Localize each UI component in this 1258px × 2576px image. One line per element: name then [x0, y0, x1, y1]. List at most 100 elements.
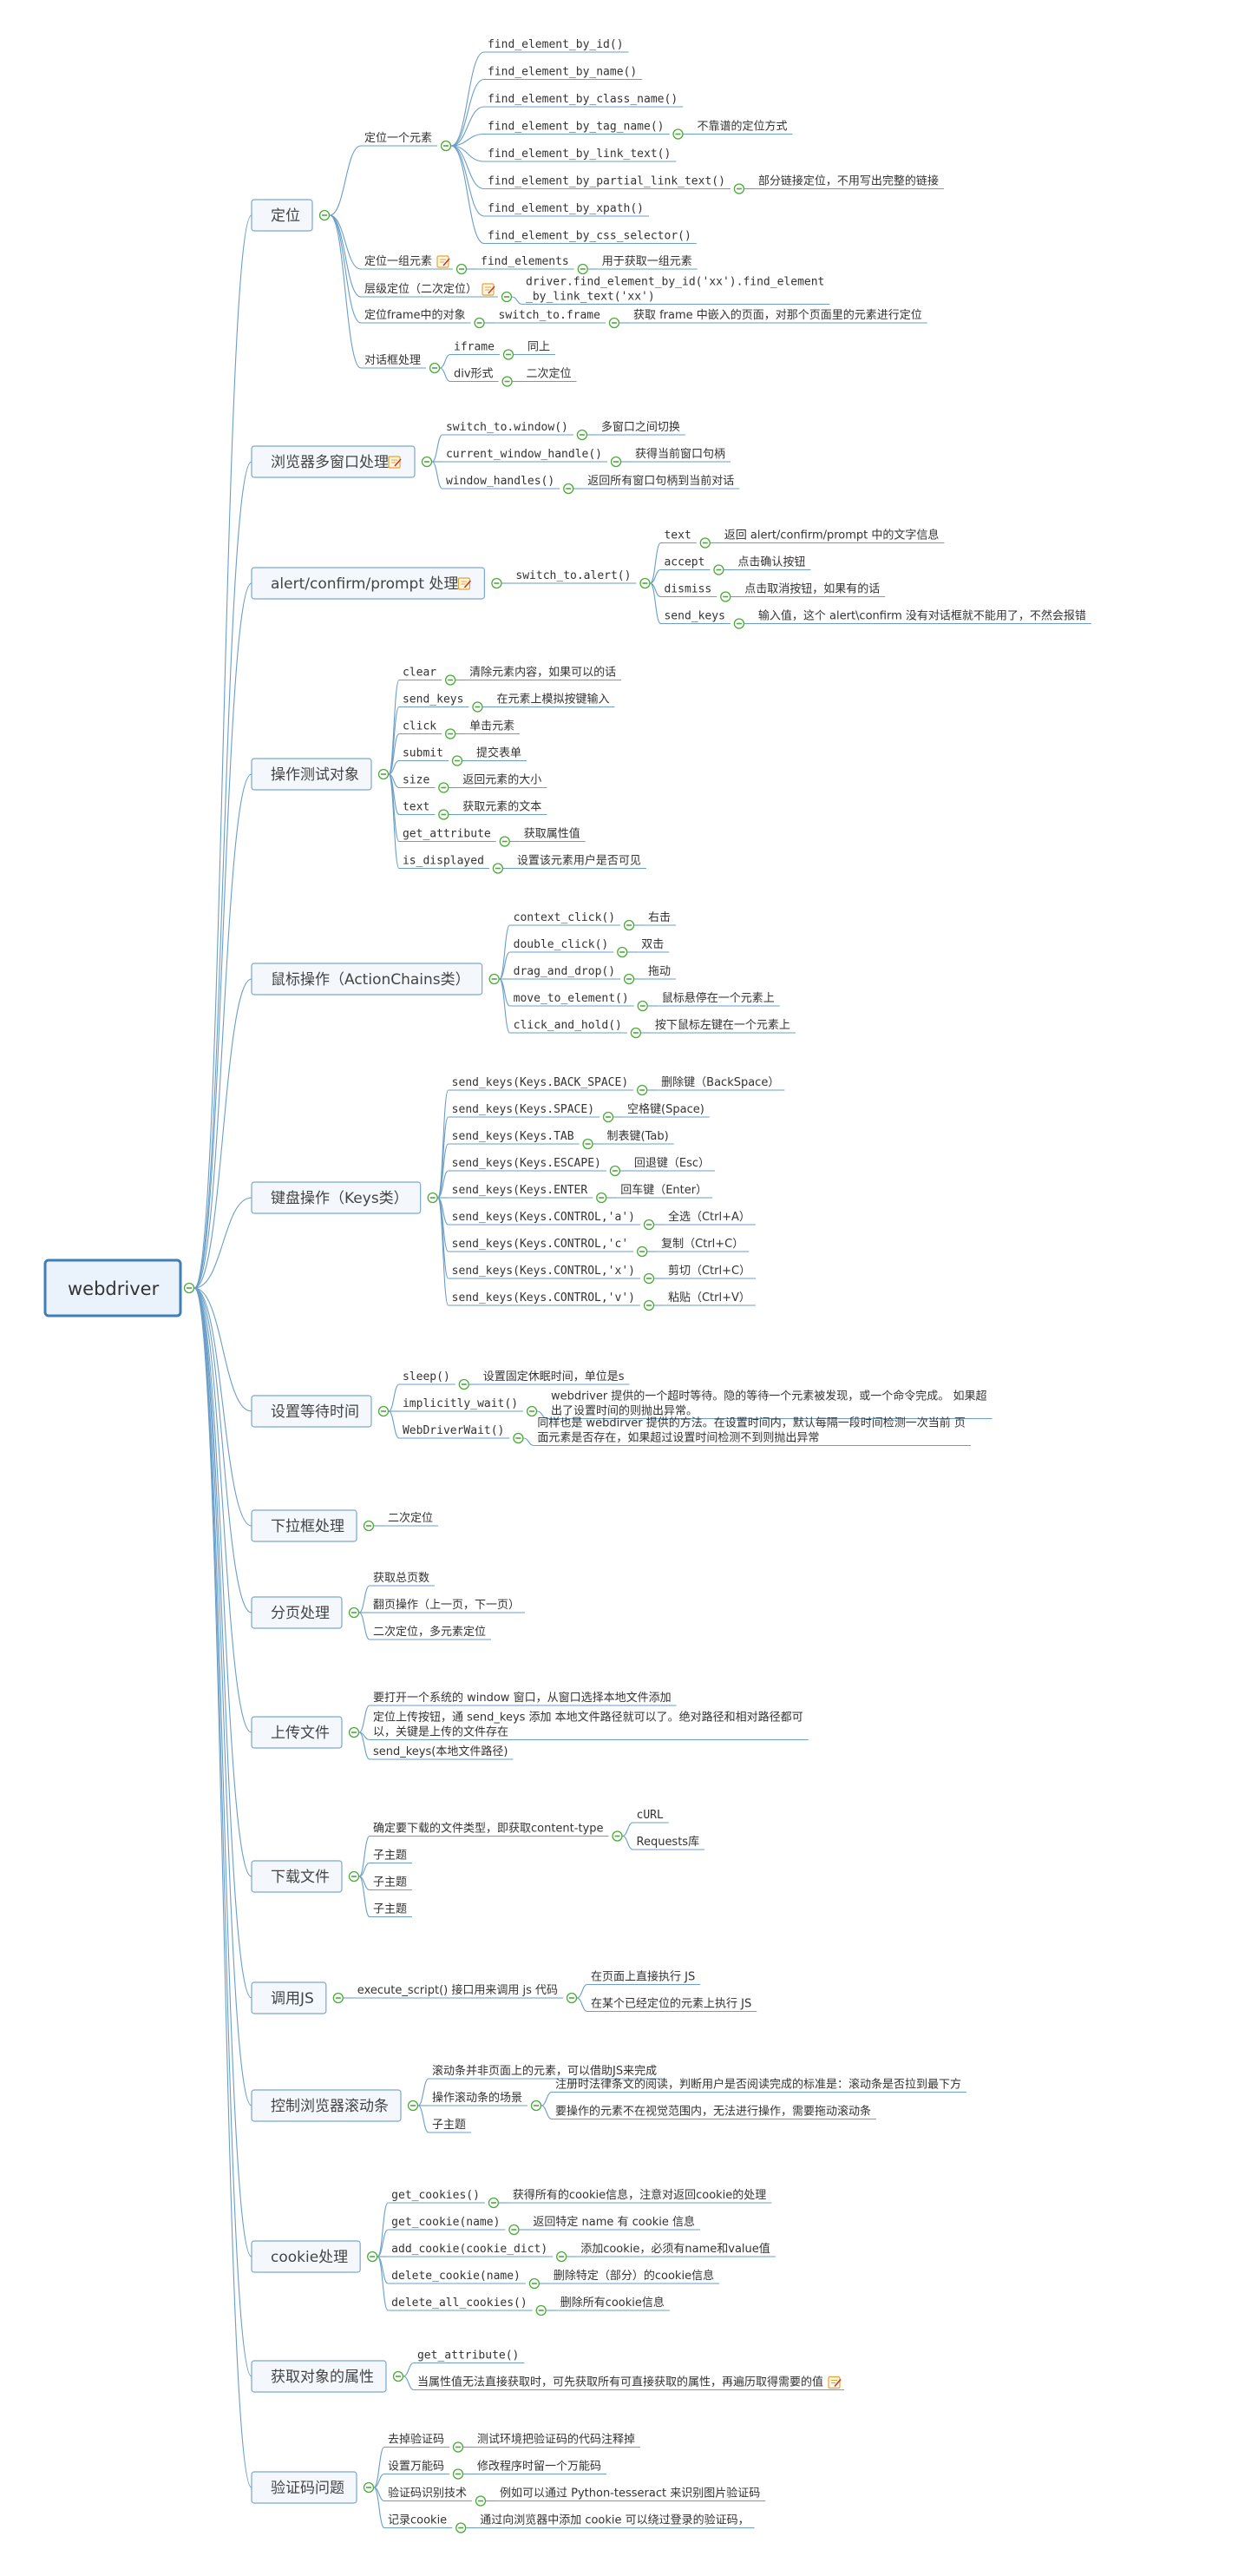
topic-collapse-icon[interactable]: [377, 1405, 390, 1417]
send-keys-keys-enter-collapse-icon[interactable]: [596, 1192, 607, 1204]
connector: [511, 296, 523, 306]
find-element-by-partial-link-text-label: find_element_by_partial_link_text(): [488, 175, 725, 188]
send-keys-keys-control-x-collapse-icon[interactable]: [643, 1272, 655, 1285]
topic-collapse-icon[interactable]: [348, 1726, 360, 1738]
connector: [450, 145, 485, 217]
submit-collapse-icon[interactable]: [451, 755, 463, 766]
node-label: 翻页操作（上一页，下一页）: [373, 1598, 520, 1612]
get-attribute-collapse-icon[interactable]: [499, 836, 510, 847]
frame-collapse-icon[interactable]: [474, 317, 485, 329]
delete-all-cookies-collapse-icon[interactable]: [535, 2304, 547, 2316]
node-collapse-icon[interactable]: [452, 2441, 464, 2453]
node-collapse-icon[interactable]: [455, 263, 468, 275]
topic-collapse-icon[interactable]: [363, 2481, 375, 2494]
topic-collapse-icon[interactable]: [367, 2251, 378, 2263]
node-label: 子主题: [373, 1850, 407, 1863]
window-handles-collapse-icon[interactable]: [563, 483, 574, 495]
find-element-by-tag-name-collapse-icon[interactable]: [672, 128, 684, 140]
iframe-collapse-icon[interactable]: [502, 349, 514, 360]
topic-collapse-icon[interactable]: [377, 768, 390, 780]
ctrl-v-label: 粘贴（Ctrl+V）: [668, 1291, 750, 1304]
connector: [439, 353, 451, 369]
note-icon[interactable]: [436, 255, 450, 268]
cookie-collapse-icon[interactable]: [455, 2522, 467, 2533]
get-cookie-name-collapse-icon[interactable]: [508, 2224, 520, 2236]
move-to-element-collapse-icon[interactable]: [637, 1000, 648, 1012]
text-collapse-icon[interactable]: [438, 809, 449, 820]
topic-collapse-icon[interactable]: [491, 577, 502, 589]
node-collapse-icon[interactable]: [501, 291, 513, 303]
find-element-by-name-label: find_element_by_name(): [488, 66, 637, 79]
topic-collapse-icon[interactable]: [363, 1520, 375, 1532]
switch-to-frame-collapse-icon[interactable]: [608, 317, 620, 329]
note-icon[interactable]: [457, 577, 472, 590]
node-collapse-icon[interactable]: [429, 362, 441, 374]
dismiss-collapse-icon[interactable]: [720, 591, 731, 602]
note-icon[interactable]: [828, 2376, 842, 2389]
webdriverwait-collapse-icon[interactable]: [513, 1432, 524, 1444]
send-keys-collapse-icon[interactable]: [733, 618, 745, 629]
clear-collapse-icon[interactable]: [444, 674, 456, 686]
context-click-collapse-icon[interactable]: [623, 919, 635, 931]
node-label: 双击: [641, 938, 664, 951]
node-collapse-icon[interactable]: [530, 2100, 542, 2112]
send-keys-keys-back-space-collapse-icon[interactable]: [637, 1084, 648, 1096]
accept-collapse-icon[interactable]: [713, 564, 724, 575]
send-keys-keys-escape-collapse-icon[interactable]: [609, 1165, 621, 1177]
connector: [329, 214, 362, 324]
root-collapse-icon[interactable]: [183, 1282, 195, 1294]
cookie-cookie-label: 获得所有的cookie信息，注意对返回cookie的处理: [513, 2188, 766, 2202]
drag-and-drop-collapse-icon[interactable]: [623, 973, 635, 985]
node-label: 返回所有窗口句柄到当前对话: [587, 474, 734, 488]
get-cookies-collapse-icon[interactable]: [488, 2197, 500, 2209]
node-collapse-icon[interactable]: [475, 2495, 487, 2507]
topic-collapse-icon[interactable]: [348, 1870, 360, 1883]
topic-collapse-icon[interactable]: [392, 2370, 404, 2382]
execute-script-js-collapse-icon[interactable]: [566, 1992, 578, 2004]
find-element-by-partial-link-text-collapse-icon[interactable]: [733, 183, 745, 194]
send-keys-keys-tab-collapse-icon[interactable]: [582, 1138, 593, 1150]
send-keys-keys-control-v-collapse-icon[interactable]: [643, 1299, 655, 1311]
topic-collapse-icon[interactable]: [407, 2100, 419, 2112]
send-keys-keys-space-collapse-icon[interactable]: [602, 1111, 614, 1123]
connector: [388, 773, 400, 843]
send-keys-keys-control-c-collapse-icon[interactable]: [637, 1245, 648, 1258]
locate-one-element-collapse-icon[interactable]: [440, 140, 452, 152]
is-displayed-collapse-icon[interactable]: [492, 863, 504, 874]
delete-cookie-name-collapse-icon[interactable]: [528, 2277, 541, 2290]
connector: [329, 214, 362, 270]
double-click-collapse-icon[interactable]: [617, 946, 628, 958]
add-cookie-cookie-dict-collapse-icon[interactable]: [556, 2251, 567, 2263]
root-node[interactable]: [43, 1258, 182, 1318]
content-type-collapse-icon[interactable]: [612, 1830, 623, 1842]
window-label: 要打开一个系统的 window 窗口，从窗口选择本地文件添加: [373, 1691, 672, 1705]
topic-collapse-icon[interactable]: [348, 1607, 360, 1619]
send-keys-keys-control-a-collapse-icon[interactable]: [643, 1219, 655, 1231]
click-collapse-icon[interactable]: [444, 728, 456, 739]
sleep-collapse-icon[interactable]: [458, 1378, 469, 1390]
switch-to-window-collapse-icon[interactable]: [576, 429, 588, 441]
note-icon[interactable]: [388, 456, 402, 469]
topic-collapse-icon[interactable]: [332, 1992, 344, 2004]
node-collapse-icon[interactable]: [452, 2468, 464, 2480]
curl-label: cURL: [637, 1809, 664, 1822]
current-window-handle-label: current_window_handle(): [446, 448, 602, 461]
implicitly-wait-collapse-icon[interactable]: [526, 1405, 538, 1417]
connector: [193, 461, 252, 1289]
div-collapse-icon[interactable]: [501, 376, 513, 387]
send-keys-collapse-icon[interactable]: [472, 701, 483, 713]
topic-collapse-icon[interactable]: [318, 209, 331, 221]
current-window-handle-collapse-icon[interactable]: [610, 456, 622, 468]
topic-collapse-icon[interactable]: [421, 456, 433, 468]
topic-collapse-icon[interactable]: [427, 1192, 438, 1204]
switch-to-alert-collapse-icon[interactable]: [639, 577, 651, 589]
size-collapse-icon[interactable]: [438, 782, 449, 793]
click-and-hold-collapse-icon[interactable]: [630, 1027, 642, 1039]
js-label: 在某个已经定位的元素上执行 JS: [591, 1997, 751, 2011]
node-label: 对话框处理: [364, 354, 421, 367]
note-icon[interactable]: [482, 283, 495, 296]
connector: [373, 2446, 385, 2488]
text-collapse-icon[interactable]: [699, 537, 711, 549]
find-elements-collapse-icon[interactable]: [577, 263, 588, 275]
topic-collapse-icon[interactable]: [488, 973, 500, 985]
